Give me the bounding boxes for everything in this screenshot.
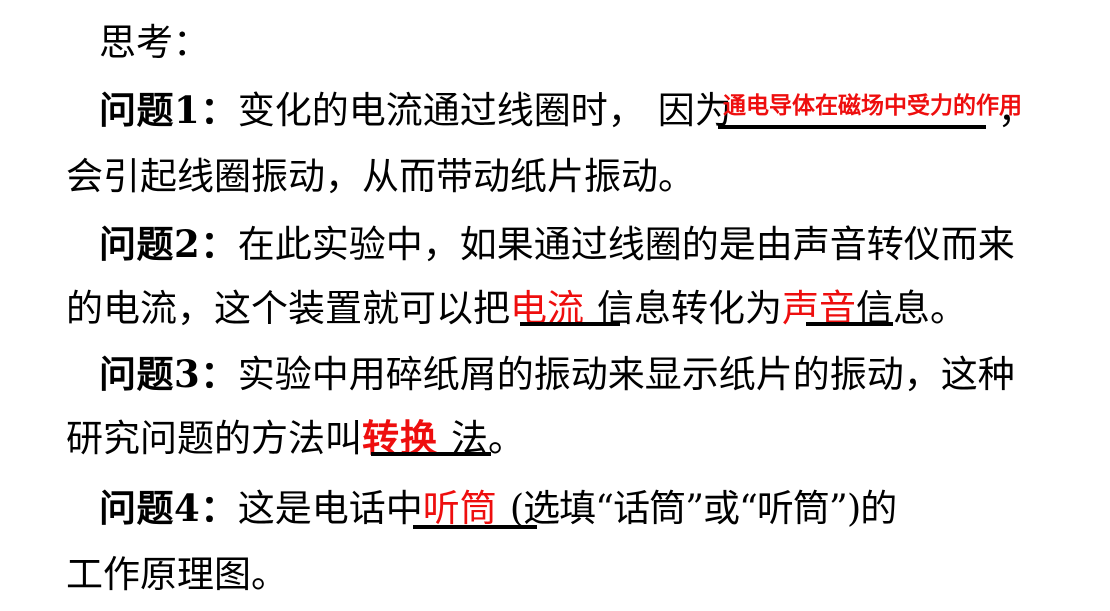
question-2-label: 问题2： bbox=[99, 222, 238, 266]
question-1-text-mid: 因为 bbox=[657, 89, 732, 132]
question-4-line-1: 问题4：这是电话中听筒 (选填“话筒”或“听筒”)的 bbox=[99, 487, 898, 530]
question-2-text-after: 信息。 bbox=[856, 287, 967, 330]
question-1-line-2: 会引起线圈振动，从而带动纸片振动。 bbox=[66, 155, 695, 198]
question-2-answer-2: 声音 bbox=[782, 287, 856, 330]
question-3-line-2: 研究问题的方法叫转换法。 bbox=[66, 417, 525, 460]
question-4-answer-blank bbox=[413, 525, 537, 529]
heading-thinking: 思考： bbox=[99, 21, 210, 64]
question-1-text-before: 变化的电流通过线圈时， bbox=[237, 89, 645, 132]
question-3-text-after: 法。 bbox=[451, 417, 525, 460]
question-1-line-1: 问题1：变化的电流通过线圈时， 因为 ， bbox=[99, 89, 1035, 132]
question-2-text-before: 的电流，这个装置就可以把 bbox=[66, 287, 510, 330]
question-3-answer: 转换 bbox=[362, 416, 438, 460]
question-2-line-2: 的电流，这个装置就可以把电流信息转化为声音信息。 bbox=[66, 290, 967, 327]
question-3-text: 实验中用碎纸屑的振动来显示纸片的振动，这种 bbox=[237, 353, 1015, 396]
question-2-text: 在此实验中，如果通过线圈的是由声音转仪而来 bbox=[237, 223, 1015, 266]
question-3-label: 问题3： bbox=[99, 352, 238, 396]
question-2-line-1: 问题2：在此实验中，如果通过线圈的是由声音转仪而来 bbox=[99, 223, 1015, 266]
question-3-text-before: 研究问题的方法叫 bbox=[66, 417, 362, 460]
question-4-label: 问题4： bbox=[99, 486, 238, 530]
question-4-text-before: 这是电话中 bbox=[237, 487, 423, 530]
question-2-answer-2-blank bbox=[806, 322, 893, 326]
question-2-text-mid: 信息转化为 bbox=[597, 287, 782, 330]
question-2-answer-1: 电流 bbox=[510, 287, 584, 330]
question-3-answer-blank bbox=[371, 452, 491, 456]
question-1-label: 问题1： bbox=[99, 88, 238, 132]
question-4-answer: 听筒 bbox=[422, 487, 497, 530]
question-3-line-1: 问题3：实验中用碎纸屑的振动来显示纸片的振动，这种 bbox=[99, 353, 1015, 396]
question-4-text-after: (选填“话筒”或“听筒”)的 bbox=[509, 487, 898, 530]
question-4-line-2: 工作原理图。 bbox=[66, 553, 288, 596]
question-1-answer: 通电导体在磁场中受力的作用 bbox=[723, 92, 1022, 119]
question-2-answer-1-blank bbox=[520, 322, 620, 326]
question-1-answer-blank bbox=[718, 125, 986, 129]
question-1-trailing-comma: ， bbox=[997, 89, 1035, 132]
